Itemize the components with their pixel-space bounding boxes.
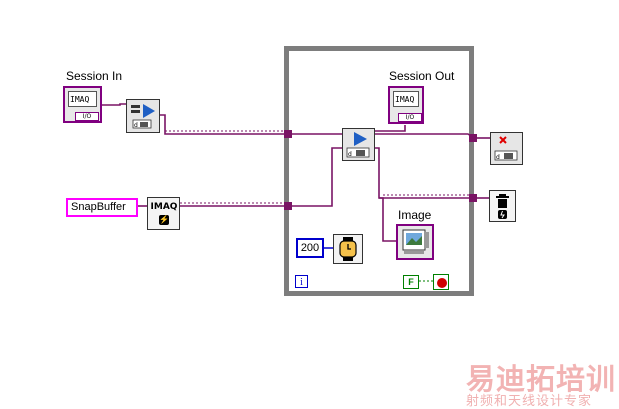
wire-image-display [379, 197, 398, 242]
session-out-label: Session Out [389, 69, 455, 83]
image-label: Image [398, 208, 432, 222]
svg-text:d: d [496, 154, 500, 161]
tunnel-image-out [469, 194, 477, 202]
false-constant[interactable]: F [403, 275, 419, 289]
wire-session-in [100, 103, 126, 106]
close-session-vi[interactable]: d [490, 132, 523, 165]
session-in-control[interactable]: IMAQ I/O [63, 86, 102, 123]
stop-icon [437, 278, 447, 288]
while-loop[interactable] [284, 46, 474, 296]
tunnel-session-in [284, 130, 292, 138]
session-out-value: IMAQ [393, 91, 419, 107]
wait-timer[interactable] [333, 234, 363, 264]
io-tag: I/O [75, 112, 99, 121]
image-display [396, 224, 434, 260]
watch-icon [339, 237, 357, 261]
configure-grab-icon: d [131, 104, 155, 129]
wire-wait [324, 247, 334, 249]
image-display-icon [402, 229, 429, 254]
svg-text:d: d [134, 122, 138, 129]
tunnel-session-out [469, 134, 477, 142]
session-out-indicator: IMAQ I/O [388, 86, 424, 124]
session-in-label: Session In [66, 69, 123, 83]
watermark-logo-text: 易迪拓培训 [466, 362, 617, 396]
snap-buffer-constant[interactable]: SnapBuffer [66, 198, 138, 217]
stop-terminal[interactable] [433, 274, 449, 290]
wire-buffer-loop [288, 147, 342, 207]
imaq-create-label: IMAQ [150, 202, 178, 212]
svg-text:d: d [348, 151, 352, 158]
close-camera-icon: d [494, 136, 518, 161]
wire-session-config [160, 114, 288, 135]
trash-icon [496, 194, 509, 219]
wait-ms-constant[interactable]: 200 [296, 238, 324, 258]
iteration-terminal: i [295, 275, 308, 288]
wire-session-to-out [375, 125, 406, 132]
watermark-subtitle: 射频和天线设计专家 [466, 394, 593, 409]
configure-grab-vi[interactable]: d [126, 99, 160, 133]
dispose-image-vi[interactable] [489, 190, 516, 222]
wire-grab-image [375, 147, 474, 199]
tunnel-buffer-in [284, 202, 292, 210]
create-icon: ⚡ [159, 215, 169, 225]
grab-vi[interactable]: d [342, 128, 375, 161]
imaq-create-vi[interactable]: IMAQ ⚡ [147, 197, 180, 230]
io-tag-out: I/O [398, 113, 422, 122]
grab-icon: d [346, 132, 370, 158]
session-in-value: IMAQ [68, 91, 97, 107]
